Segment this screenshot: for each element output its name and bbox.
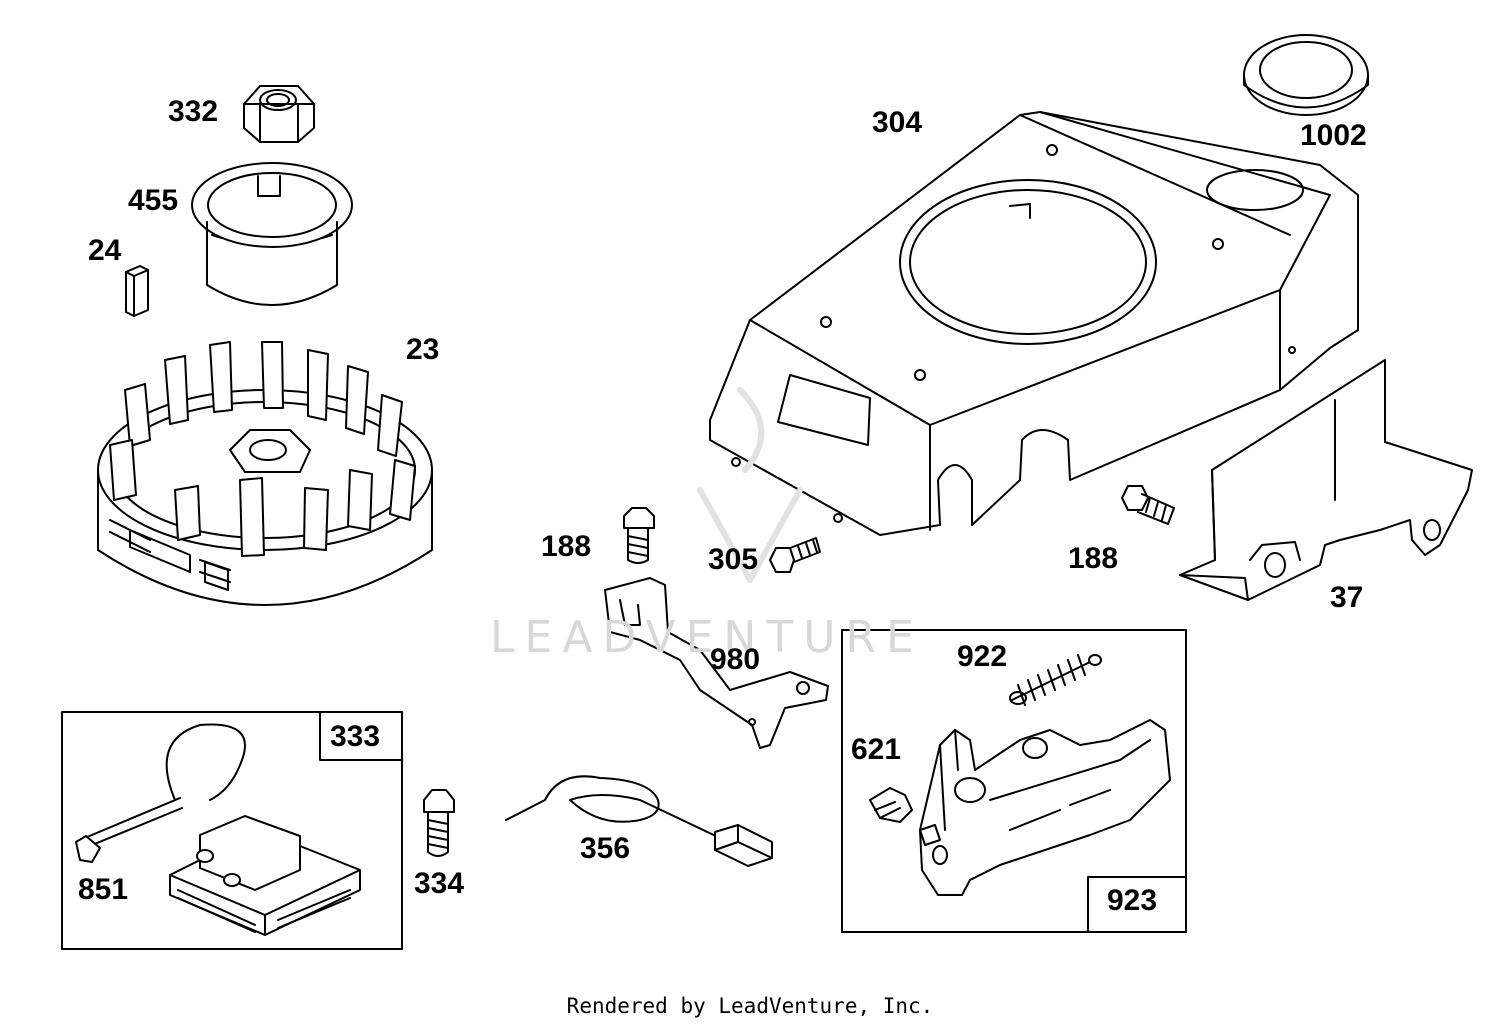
part-188-bolt-left-drawing — [623, 507, 655, 564]
part-980-bracket-drawing — [604, 577, 829, 749]
part-label-188-right[interactable]: 188 — [1068, 542, 1119, 575]
part-label-24[interactable]: 24 — [88, 234, 122, 267]
part-label-23[interactable]: 23 — [406, 333, 440, 366]
part-37-baffle-drawing — [1179, 359, 1473, 601]
part-label-621[interactable]: 621 — [851, 733, 902, 766]
part-1002-grommet-drawing — [1243, 34, 1369, 116]
part-label-304[interactable]: 304 — [872, 106, 923, 139]
part-24-key-drawing — [125, 265, 149, 317]
part-label-356[interactable]: 356 — [580, 832, 631, 865]
part-304-blower-housing-drawing — [709, 111, 1359, 536]
part-label-980[interactable]: 980 — [710, 643, 761, 676]
part-label-851[interactable]: 851 — [78, 873, 129, 906]
watermark-logo-drawing — [697, 387, 803, 583]
part-label-305[interactable]: 305 — [708, 543, 759, 576]
part-label-455[interactable]: 455 — [128, 184, 179, 217]
part-23-flywheel-drawing — [97, 341, 433, 606]
part-333-box — [61, 711, 403, 950]
part-label-922[interactable]: 922 — [957, 640, 1008, 673]
part-305-screw-drawing — [769, 537, 821, 573]
part-923-box — [841, 629, 1187, 933]
part-455-cup-drawing — [191, 162, 353, 306]
part-label-923[interactable]: 923 — [1107, 884, 1158, 917]
part-label-334[interactable]: 334 — [414, 867, 465, 900]
part-332-nut-drawing — [243, 85, 315, 143]
part-label-1002[interactable]: 1002 — [1300, 119, 1367, 152]
part-label-37[interactable]: 37 — [1330, 581, 1364, 614]
part-356-wire-drawing — [505, 775, 773, 867]
footer-credit: Rendered by LeadVenture, Inc. — [566, 994, 934, 1018]
part-label-332[interactable]: 332 — [168, 95, 219, 128]
watermark-text: LEADVENTURE — [490, 612, 924, 663]
part-label-333[interactable]: 333 — [330, 720, 381, 753]
part-label-188-left[interactable]: 188 — [541, 530, 592, 563]
part-188-bolt-right-drawing — [1121, 485, 1175, 525]
part-334-bolt-drawing — [423, 789, 455, 857]
